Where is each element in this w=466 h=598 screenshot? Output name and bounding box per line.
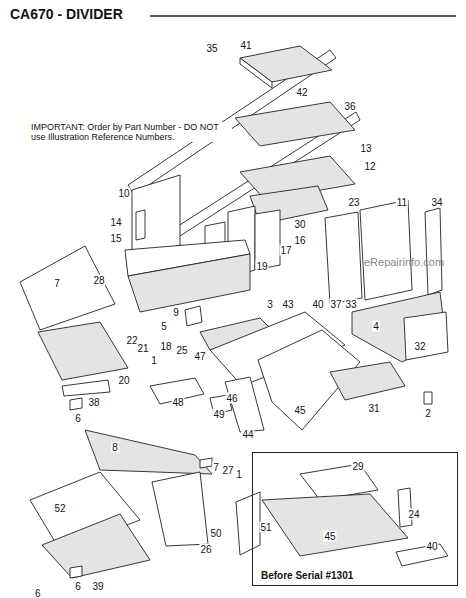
callout-number: 23 — [347, 197, 360, 208]
callout-number: 34 — [430, 197, 443, 208]
callout-number: 25 — [175, 345, 188, 356]
callout-number: 38 — [87, 397, 100, 408]
callout-number: 13 — [359, 143, 372, 154]
callout-number: 9 — [172, 307, 180, 318]
callout-number: 47 — [193, 351, 206, 362]
callout-number: 33 — [344, 299, 357, 310]
order-note: IMPORTANT: Order by Part Number - DO NOT… — [30, 122, 232, 142]
callout-number: 37 — [329, 299, 342, 310]
callout-number: 44 — [241, 429, 254, 440]
callout-number: 14 — [109, 217, 122, 228]
callout-number: 46 — [225, 393, 238, 404]
inset-caption: Before Serial #1301 — [261, 570, 353, 581]
callout-number: 1 — [150, 355, 158, 366]
callout-number: 5 — [160, 321, 168, 332]
callout-number: 15 — [109, 233, 122, 244]
callout-number: 41 — [239, 40, 252, 51]
callout-number: 6 — [74, 413, 82, 424]
callout-number: 12 — [363, 161, 376, 172]
callout-number: 11 — [396, 197, 408, 208]
callout-number: 1 — [235, 469, 243, 480]
callout-number: 49 — [212, 409, 225, 420]
callout-number: 27 — [221, 465, 234, 476]
callout-number: 50 — [209, 528, 222, 539]
callout-number: 48 — [171, 397, 184, 408]
callout-number: 7 — [212, 462, 220, 473]
watermark: eRepairinfo.com — [363, 257, 445, 268]
callout-number: 18 — [159, 341, 172, 352]
callout-number: 36 — [343, 101, 356, 112]
parts — [20, 46, 448, 578]
callout-number: 42 — [295, 87, 308, 98]
callout-number: 26 — [199, 544, 212, 555]
callout-number: 39 — [91, 581, 104, 592]
callout-number: 40 — [425, 541, 438, 552]
callout-number: 28 — [92, 275, 105, 286]
callout-number: 21 — [136, 343, 149, 354]
callout-number: 45 — [293, 405, 306, 416]
callout-number: 2 — [424, 408, 432, 419]
callout-number: 7 — [53, 278, 61, 289]
callout-number: 31 — [367, 403, 380, 414]
callout-number: 40 — [311, 299, 324, 310]
callout-number: 29 — [351, 461, 364, 472]
callout-number: 43 — [281, 299, 294, 310]
callout-number: 16 — [293, 235, 306, 246]
callout-number: 45 — [323, 531, 336, 542]
callout-number: 17 — [279, 245, 292, 256]
callout-number: 6 — [74, 581, 82, 592]
callout-number: 8 — [111, 442, 119, 453]
callout-number: 30 — [293, 219, 306, 230]
page-title: CA670 - DIVIDER — [10, 6, 123, 22]
callout-number: 24 — [407, 509, 420, 520]
title-rule — [150, 15, 456, 17]
page-number: 6 — [34, 588, 42, 598]
callout-number: 20 — [117, 375, 130, 386]
inset-frame: Before Serial #1301 — [252, 452, 458, 586]
callout-number: 10 — [117, 188, 130, 199]
callout-number: 35 — [205, 43, 218, 54]
callout-number: 4 — [372, 321, 380, 332]
callout-number: 52 — [53, 503, 66, 514]
callout-number: 3 — [266, 299, 274, 310]
callout-number: 51 — [259, 522, 272, 533]
callout-number: 32 — [413, 341, 426, 352]
callout-number: 19 — [255, 261, 268, 272]
